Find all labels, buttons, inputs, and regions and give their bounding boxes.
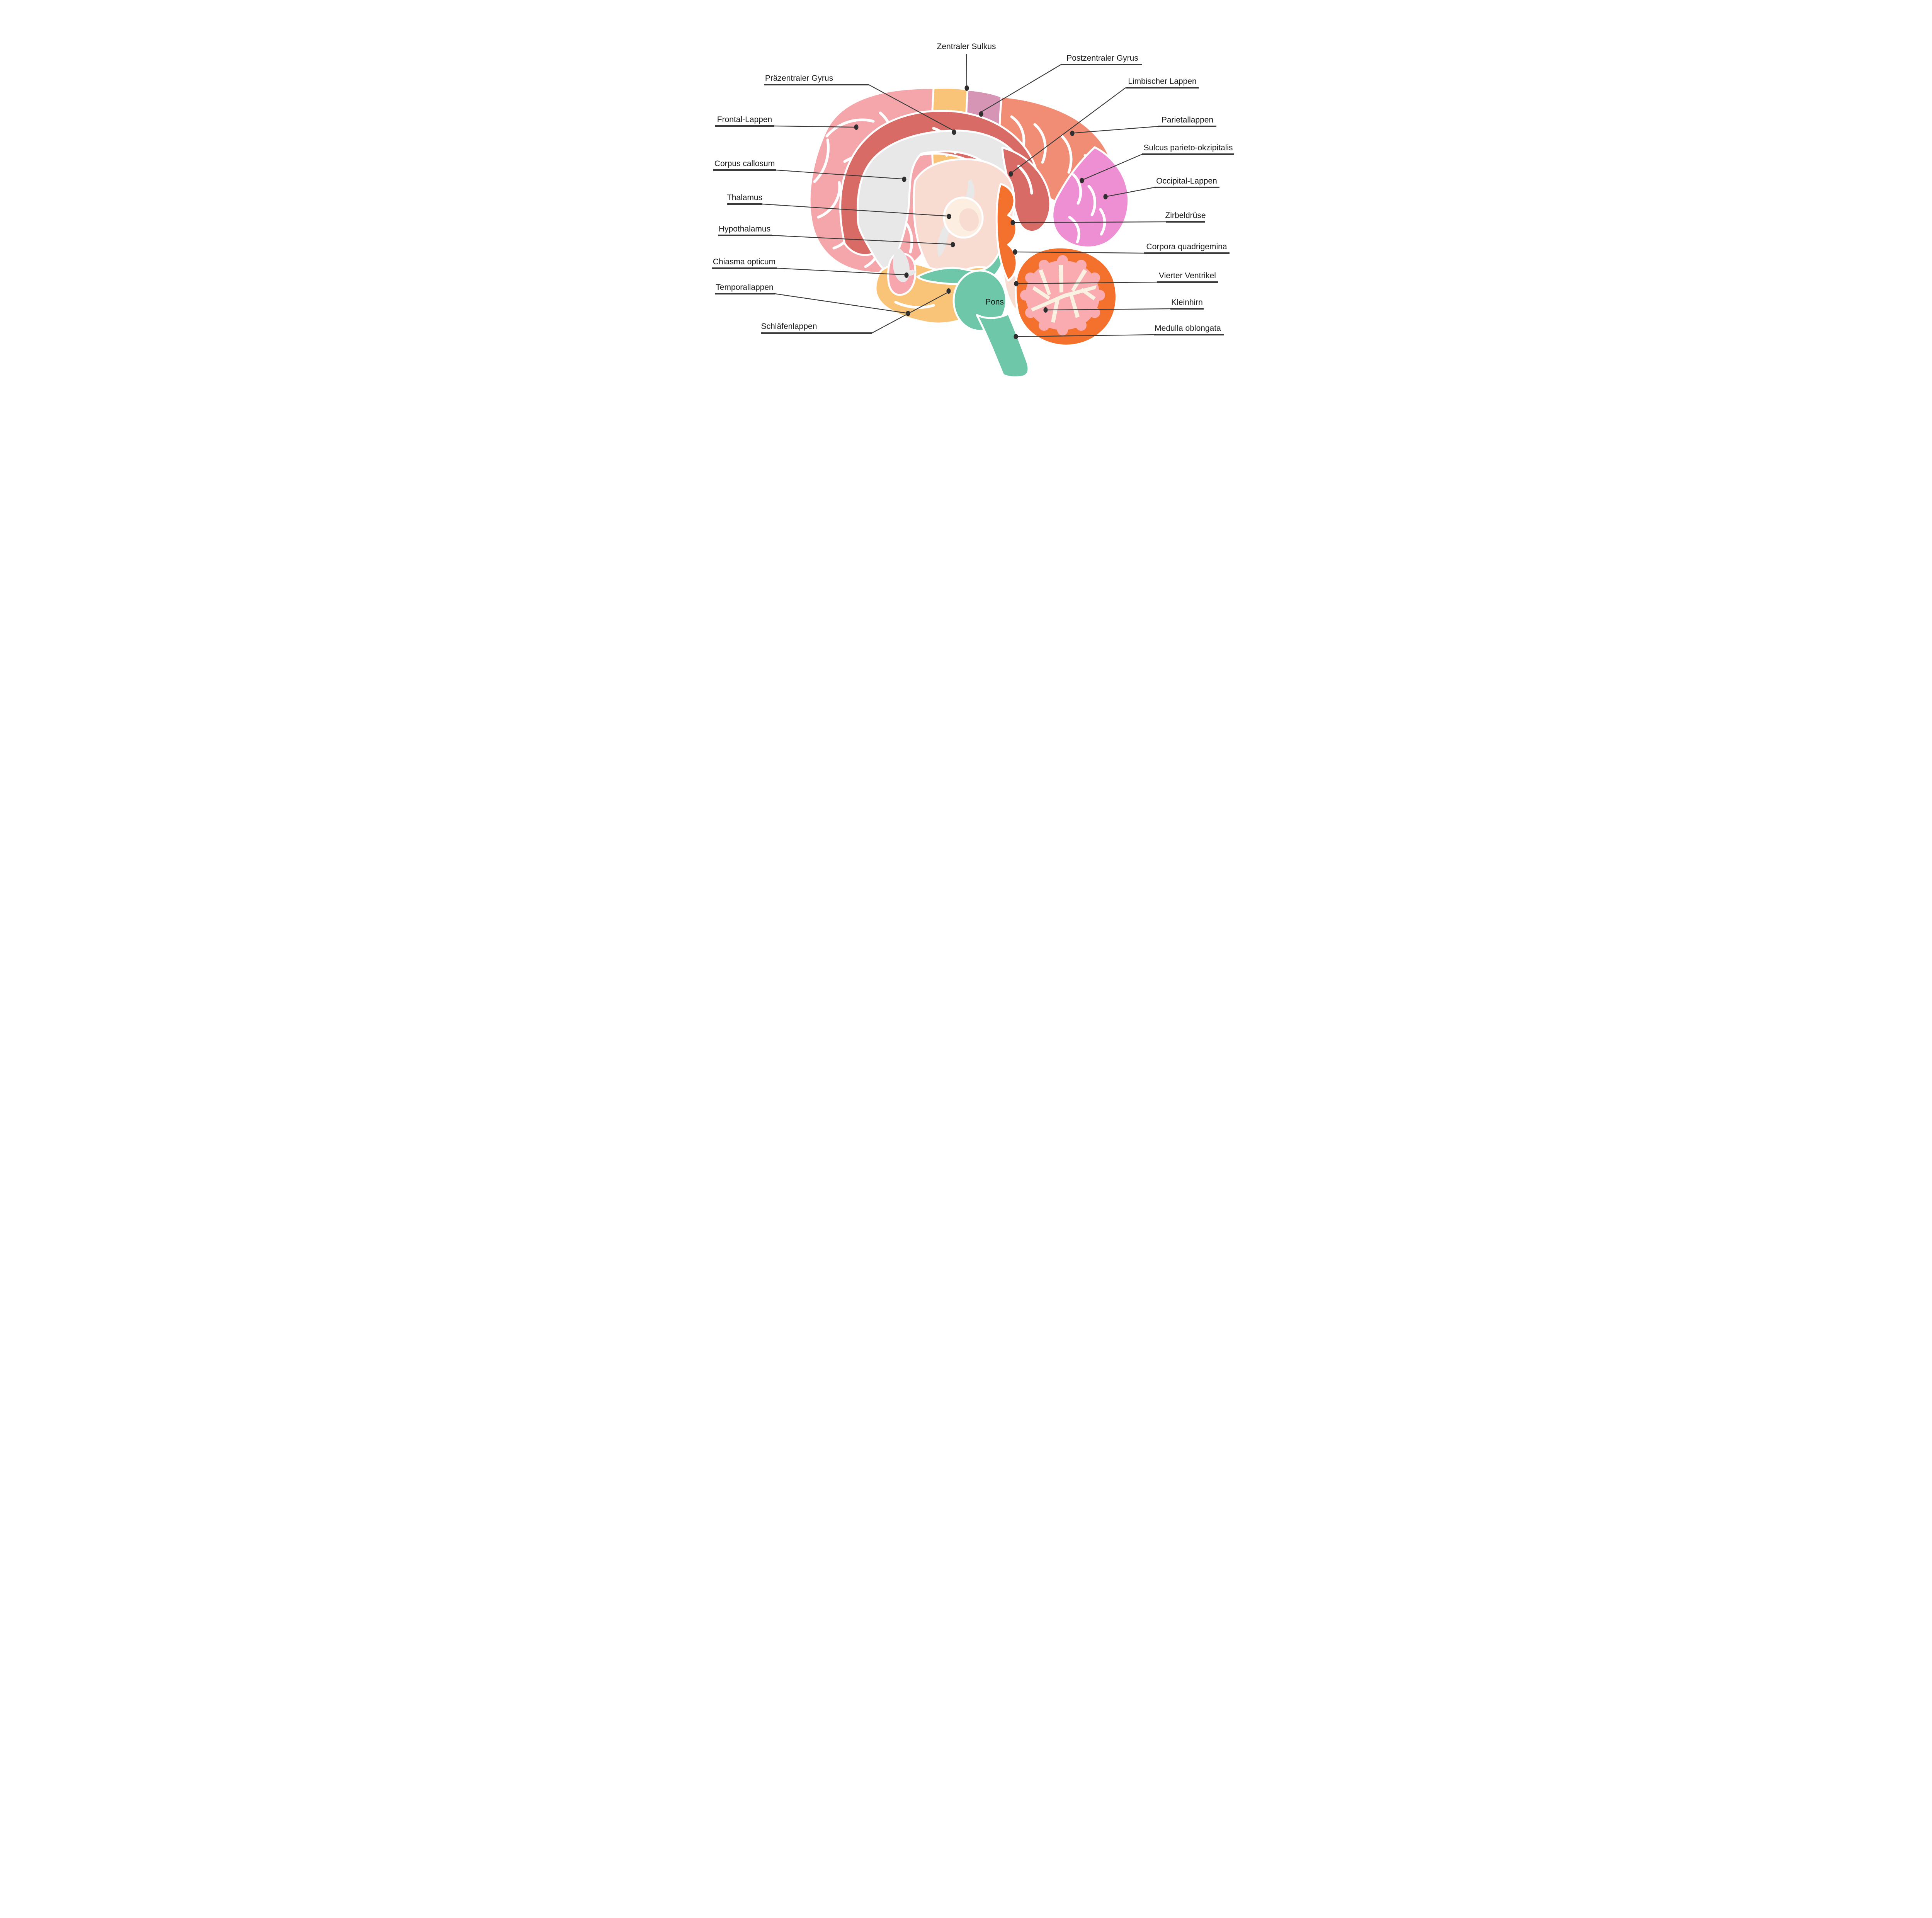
anatomy-dot-schlaefenlappen xyxy=(946,288,951,294)
anatomy-dot-zirbeldruese xyxy=(1010,220,1015,225)
leader-line-zentraler-sulkus xyxy=(966,54,968,86)
leader-line-zirbeldruese xyxy=(1014,221,1166,223)
leader-line-occipital-lappen xyxy=(1107,187,1155,197)
brain-illustration xyxy=(808,87,1130,378)
leader-line-corpora-quadrigemina xyxy=(1017,251,1145,254)
anatomy-dot-parietallappen xyxy=(1070,131,1075,136)
label-praezentraler-gyrus: Präzentraler Gyrus xyxy=(765,74,833,83)
leader-line-parietallappen xyxy=(1074,126,1159,134)
leader-line-kleinhirn xyxy=(1047,308,1171,311)
anatomy-dot-kleinhirn xyxy=(1043,307,1048,313)
anatomy-dot-chiasma-opticum xyxy=(904,272,909,278)
label-medulla-oblongata: Medulla oblongata xyxy=(1155,324,1221,333)
anatomy-dot-corpus-callosum xyxy=(902,177,906,182)
anatomy-dot-occipital-lappen xyxy=(1103,194,1108,199)
leader-line-medulla-oblongata xyxy=(1017,334,1155,337)
anatomy-dot-frontal-lappen xyxy=(854,124,859,130)
label-hypothalamus: Hypothalamus xyxy=(719,225,770,233)
leader-line-sulcus-parieto-okzipitalis xyxy=(1083,153,1143,180)
label-zentraler-sulkus: Zentraler Sulkus xyxy=(937,42,996,51)
label-corpus-callosum: Corpus callosum xyxy=(714,159,775,168)
leader-line-temporallappen xyxy=(774,293,906,314)
thalamus-inner-hole xyxy=(959,208,979,231)
leader-line-corpus-callosum xyxy=(776,169,903,180)
anatomy-dot-thalamus xyxy=(947,214,951,219)
anatomy-dot-limbischer-lappen xyxy=(1009,171,1013,177)
posterior-limbic-sulcus xyxy=(1017,165,1033,195)
anatomy-dot-zentraler-sulkus xyxy=(964,85,969,91)
medulla-stem-shape xyxy=(976,313,1030,378)
label-schlaefenlappen: Schläfenlappen xyxy=(761,322,817,331)
anatomy-dot-praezentraler-gyrus xyxy=(952,129,956,135)
arbor-vitae-group xyxy=(1031,265,1097,323)
anatomy-dot-corpora-quadrigemina xyxy=(1013,249,1017,255)
label-occipital-lappen: Occipital-Lappen xyxy=(1156,177,1217,186)
anatomy-dot-postzentraler-gyrus xyxy=(979,111,983,117)
label-vierter-ventrikel: Vierter Ventrikel xyxy=(1159,271,1216,280)
anatomy-dot-hypothalamus xyxy=(951,242,955,247)
label-frontal-lappen: Frontal-Lappen xyxy=(717,115,772,124)
leader-line-praezentraler-gyrus xyxy=(868,84,953,131)
anatomy-dot-sulcus-parieto-okzipitalis xyxy=(1080,178,1084,183)
label-limbischer-lappen: Limbischer Lappen xyxy=(1128,77,1196,86)
leader-line-vierter-ventrikel xyxy=(1018,281,1158,284)
leader-line-hypothalamus xyxy=(771,235,951,245)
leader-line-chiasma-opticum xyxy=(777,267,905,276)
arbor-trunk xyxy=(1031,285,1097,311)
thalamus-ring xyxy=(943,196,984,239)
label-pons: Pons xyxy=(985,298,1004,306)
leader-line-schlaefenlappen xyxy=(871,292,948,334)
label-zirbeldruese: Zirbeldrüse xyxy=(1165,211,1206,220)
leader-line-frontal-lappen xyxy=(774,125,855,128)
label-parietallappen: Parietallappen xyxy=(1162,116,1213,124)
pons-shape xyxy=(952,269,1007,332)
label-thalamus: Thalamus xyxy=(727,193,762,202)
anatomy-dot-vierter-ventrikel xyxy=(1014,281,1019,286)
label-temporallappen: Temporallappen xyxy=(716,283,773,292)
label-corpora-quadrigemina: Corpora quadrigemina xyxy=(1146,242,1227,251)
midbrain-orange-shape xyxy=(995,183,1018,282)
leader-line-limbischer-lappen xyxy=(1012,87,1126,173)
label-sulcus-parieto-okzipitalis: Sulcus parieto-okzipitalis xyxy=(1143,143,1233,152)
anatomy-dot-medulla-oblongata xyxy=(1014,334,1018,339)
leader-line-postzentraler-gyrus xyxy=(981,64,1061,112)
label-postzentraler-gyrus: Postzentraler Gyrus xyxy=(1066,54,1138,63)
label-kleinhirn: Kleinhirn xyxy=(1171,298,1203,307)
label-chiasma-opticum: Chiasma opticum xyxy=(713,257,776,266)
leader-line-thalamus xyxy=(762,203,947,217)
